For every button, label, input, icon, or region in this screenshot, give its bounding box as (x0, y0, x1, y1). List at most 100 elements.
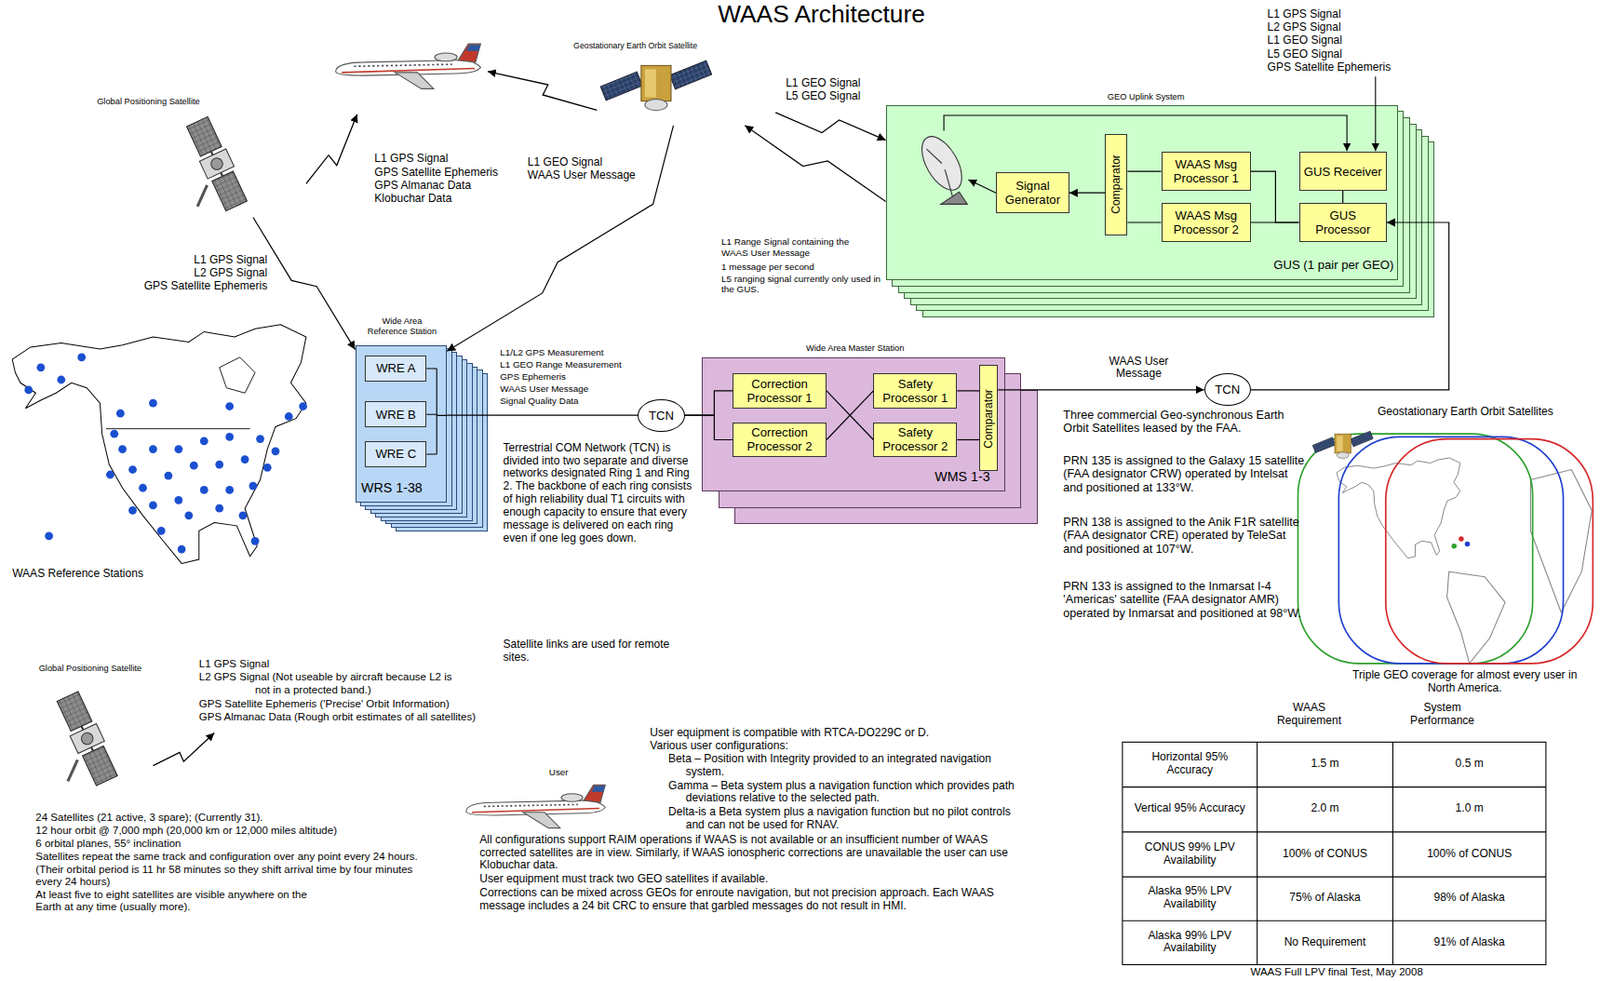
connector (1069, 192, 1105, 194)
table-cell: 2.0 m (1310, 802, 1339, 816)
text-slot: GPS Almanac Data (374, 179, 527, 193)
equipment-box: WRE B (364, 401, 427, 429)
note-text: 24 Satellites (21 active, 3 spare); (Cur… (35, 811, 464, 824)
station-dot (164, 471, 174, 481)
text-slot: L1 GPS Signal (374, 152, 527, 166)
station-dot (148, 444, 158, 454)
note-text: Various user configurations: (649, 739, 1059, 753)
text-slot: GUS (1 pair per GEO) (1273, 257, 1397, 272)
table-cell: Alaska 99% LPV Availability (1129, 929, 1252, 956)
text-slot: WRS 1-38 (361, 480, 445, 496)
table-cell: CONUS 99% LPV Availability (1129, 841, 1252, 868)
text-slot: Geostationary Earth Orbit Satellite (573, 40, 778, 51)
station-dot (44, 531, 54, 540)
node-label: GUS (1 pair per GEO) (1273, 257, 1397, 272)
text-slot: Signal Quality Data (499, 395, 679, 406)
note-text: All configurations support RAIM operatio… (479, 833, 1010, 874)
process-box: Safety Processor 1 (873, 373, 957, 408)
note-text: Satellite links are used for remote site… (502, 638, 693, 665)
station-dot (215, 460, 224, 470)
text-slot: L2 GPS Signal (147, 267, 268, 281)
connector (253, 217, 356, 350)
note-text: L1 GPS Signal (374, 152, 527, 166)
note-text: L1 GEO Signal (527, 156, 646, 170)
table-grid (1122, 741, 1547, 965)
station-dot (128, 506, 137, 515)
connector (1342, 190, 1344, 203)
text-slot: L1 GPS Signal (199, 658, 628, 671)
text-slot: 98% of Alaska (1398, 876, 1540, 921)
station-dot (174, 496, 183, 505)
uplink-system: GEO Uplink SystemGUS (1 pair per GEO)Sig… (886, 105, 1399, 282)
box-fill (886, 105, 1399, 282)
station-dot (200, 436, 209, 445)
station-dot (174, 444, 183, 454)
edge-label: WAAS User Message (1102, 355, 1176, 382)
text-slot: PRN 138 is assigned to the Anik F1R sate… (1062, 515, 1308, 557)
text-slot: 75% of Alaska (1263, 876, 1387, 921)
connector (1127, 171, 1161, 173)
text-slot: Terrestrial COM Network (TCN) is divided… (502, 442, 693, 546)
station-dot (148, 501, 158, 511)
connector (1250, 222, 1450, 390)
station-dot (200, 485, 209, 495)
text-slot: 1.0 m (1398, 786, 1540, 832)
note-text: Three commercial Geo-synchronous Earth O… (1062, 408, 1308, 436)
title: WAAS Architecture (571, 0, 1072, 28)
process-box: GUS Processor (1299, 202, 1387, 243)
text-slot: 100% of CONUS (1263, 831, 1387, 876)
connector (956, 439, 980, 441)
text-slot: System Performance (1392, 701, 1492, 728)
text-slot: L5 ranging signal currently only used in… (721, 273, 885, 296)
note-text: L5 GEO Signal (1267, 48, 1441, 62)
note-text: PRN 135 is assigned to the Galaxy 15 sat… (1062, 454, 1308, 496)
station-dot (239, 510, 248, 520)
text-slot: L1 GEO Signal L5 GEO Signal (785, 77, 870, 104)
note-text: PRN 138 is assigned to the Anik F1R sate… (1062, 515, 1308, 557)
note-text: Satellites repeat the same track and con… (35, 850, 439, 888)
station-dot (298, 402, 308, 411)
box-label: TCN (1211, 382, 1244, 397)
note-text: Triple GEO coverage for almost every use… (1344, 669, 1586, 696)
station-dot (109, 430, 119, 439)
note-text: User equipment must track two GEO satell… (479, 873, 1010, 887)
text-slot: Klobuchar Data (374, 192, 527, 206)
table-cell: 75% of Alaska (1289, 891, 1360, 905)
text-slot: 12 hour orbit @ 7,000 mph (20,000 km or … (35, 824, 474, 837)
text-slot: L1 GEO Range Measurement (499, 359, 679, 370)
table-cell: Alaska 95% LPV Availability (1129, 885, 1252, 912)
box-label: WRE B (373, 407, 420, 422)
text-slot: Wide Area Reference Station (363, 316, 441, 337)
text-slot: WAAS Reference Stations (12, 567, 196, 581)
station-dot (251, 537, 260, 546)
box-label: Correction Processor 1 (732, 376, 827, 405)
vertical-label: Comparator (981, 389, 995, 449)
station-dot (215, 504, 224, 513)
text-slot: 2.0 m (1263, 786, 1387, 832)
text-slot: PRN 133 is assigned to the Inmarsat I-4 … (1062, 579, 1308, 621)
note-text: GPS Almanac Data (Rough orbit estimates … (199, 711, 628, 724)
connector (744, 125, 886, 202)
connector (446, 125, 673, 351)
text-slot: Satellites repeat the same track and con… (35, 850, 439, 888)
note-text: User equipment is compatible with RTCA-D… (649, 726, 1059, 740)
text-slot: Delta-is a Beta system plus a navigation… (668, 806, 1026, 833)
process-box: WAAS Msg Processor 2 (1161, 202, 1251, 243)
connector (775, 112, 886, 141)
reference-station-map (12, 324, 308, 565)
box-label: Safety Processor 2 (873, 425, 957, 454)
text-slot: Alaska 99% LPV Availability (1129, 920, 1252, 965)
text-slot: L1 GEO Signal (527, 156, 646, 170)
text-slot: All configurations support RAIM operatio… (479, 833, 1010, 874)
text-slot: User equipment is compatible with RTCA-D… (649, 726, 1059, 740)
note-text: 12 hour orbit @ 7,000 mph (20,000 km or … (35, 824, 474, 837)
reference-station: Wide Area Reference StationWRS 1-38WRE A… (355, 345, 448, 504)
text-slot: Three commercial Geo-synchronous Earth O… (1062, 408, 1308, 436)
note-text: GPS Satellite Ephemeris (102, 280, 269, 294)
note-text: L5 ranging signal currently only used in… (721, 273, 885, 296)
text-slot: L1 GEO Signal (1267, 34, 1441, 48)
text-slot: GPS Satellite Ephemeris (102, 280, 269, 294)
note-text: Beta – Position with Integrity provided … (668, 752, 1026, 780)
node-heading: User (549, 766, 591, 778)
